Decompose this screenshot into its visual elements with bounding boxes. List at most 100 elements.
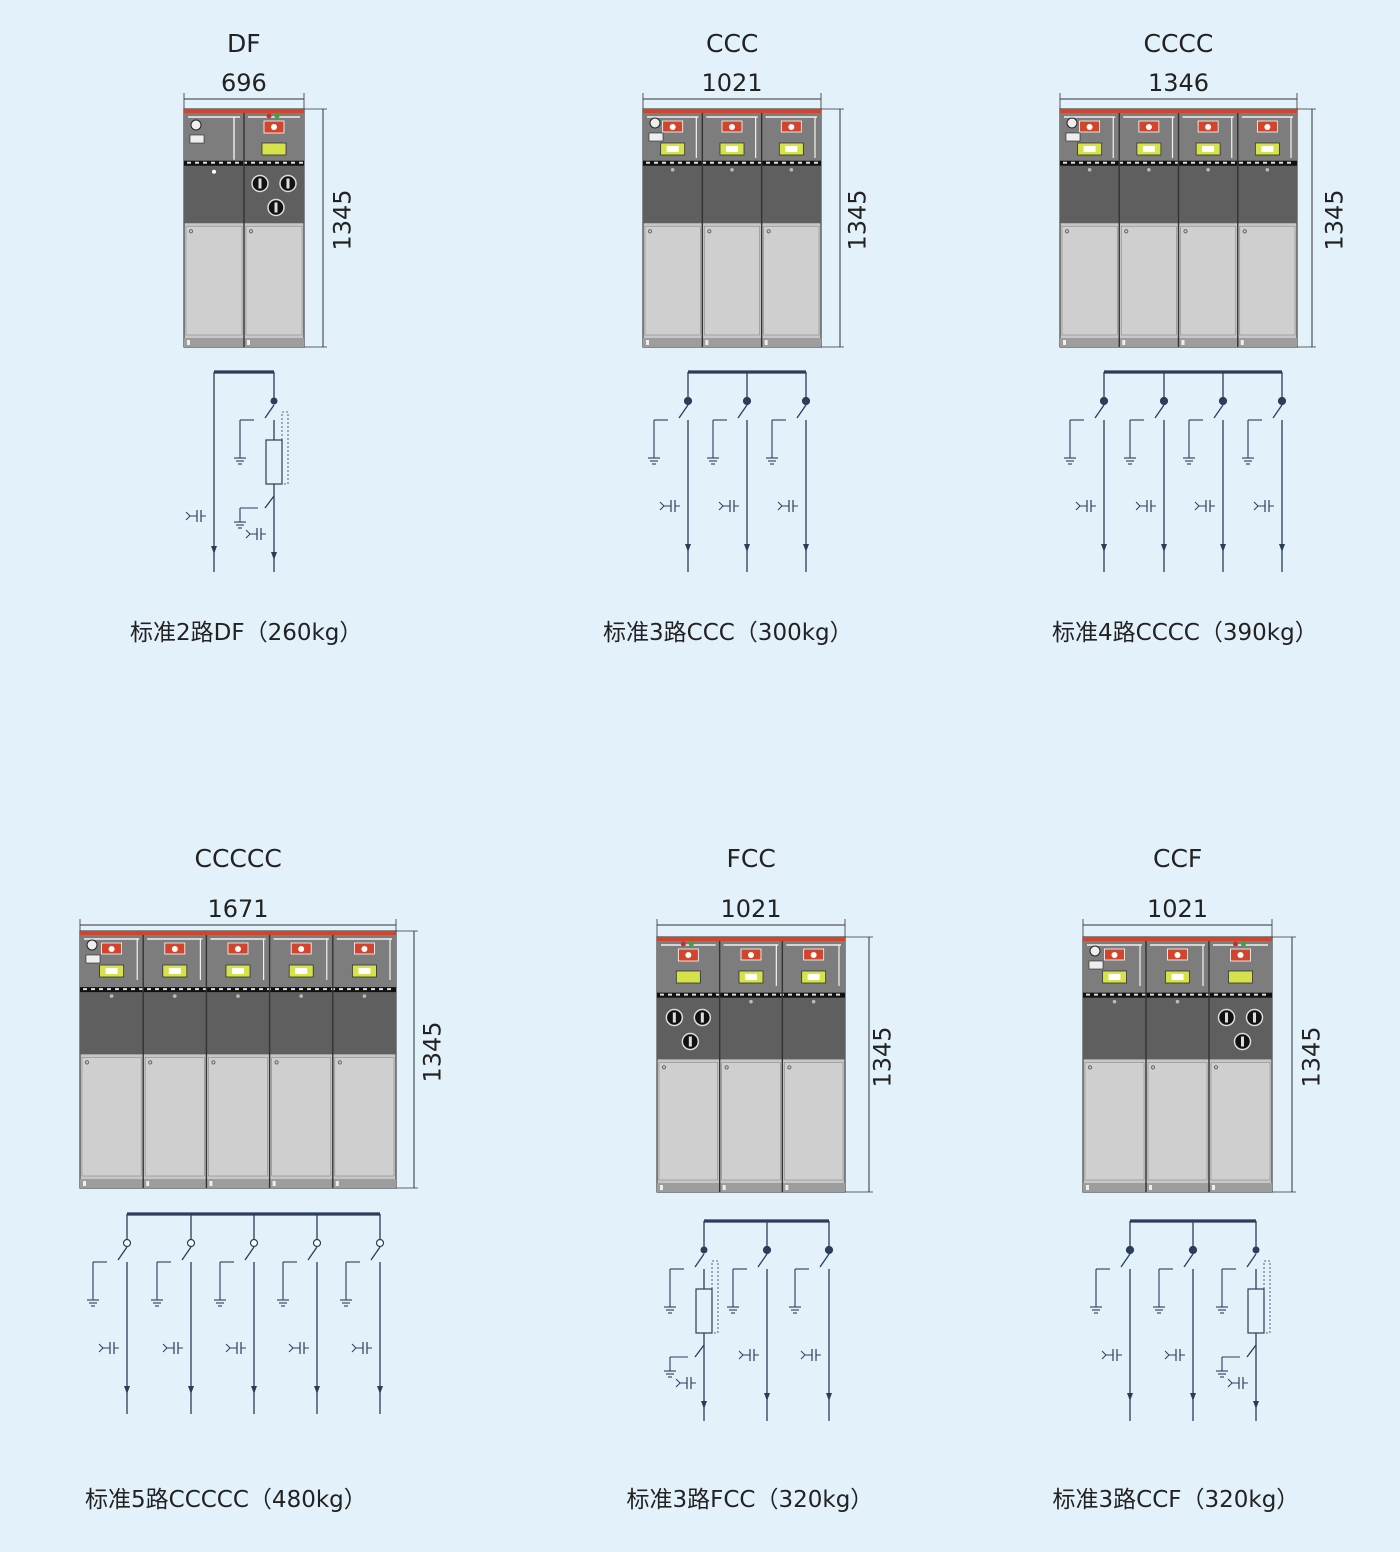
unit-code-label: CCCCC <box>194 843 282 873</box>
cabinet-top-strip <box>657 937 845 941</box>
load-switch-feeder <box>1183 372 1228 572</box>
earth-switch-indicator <box>1228 970 1253 984</box>
capacitor-symbol <box>1135 500 1156 512</box>
lower-door <box>1239 225 1296 336</box>
lower-door <box>1180 225 1237 336</box>
status-lamp <box>1233 941 1238 947</box>
bus-node <box>1252 1246 1260 1254</box>
unit-code-label: CCF <box>1153 843 1203 873</box>
lower-door <box>144 1057 205 1177</box>
width-dimension-label: 1021 <box>701 69 763 97</box>
outgoing-arrow <box>744 544 750 552</box>
outgoing-arrow <box>251 1386 257 1394</box>
capacitor-symbol <box>1075 500 1096 512</box>
earth-symbol <box>1216 1363 1228 1378</box>
lower-door <box>1061 225 1118 336</box>
capacitor-symbol <box>1227 1377 1248 1389</box>
cabinet-front-view-cccc <box>1059 93 1316 348</box>
bus-node <box>1277 396 1287 406</box>
height-dimension-label: 1345 <box>418 1020 447 1083</box>
fuse-symbol <box>695 1288 713 1334</box>
status-lamp <box>680 941 686 947</box>
load-switch-feeder <box>151 1214 196 1414</box>
bus-node <box>1188 1245 1198 1255</box>
earth-symbol <box>766 450 778 465</box>
cabinet-top-strip <box>1060 109 1297 113</box>
bus-node <box>1218 396 1228 406</box>
outgoing-arrow <box>803 544 809 552</box>
earth-symbol <box>727 1299 739 1314</box>
outgoing-arrow <box>1101 544 1107 552</box>
load-switch-feeder <box>648 372 693 572</box>
unit-caption: 标准3路CCF（320kg） <box>1052 1487 1300 1513</box>
capacitor-symbol <box>288 1342 309 1354</box>
mechanism-band <box>657 995 845 1060</box>
earth-symbol <box>664 1299 676 1314</box>
fuse-feeder <box>1216 1221 1271 1421</box>
lower-door <box>658 1062 718 1181</box>
cabinet-top-strip <box>184 109 304 113</box>
load-switch-feeder <box>727 1221 772 1421</box>
unit-caption: 标准3路CCC（300kg） <box>603 620 853 646</box>
unit-caption: 标准4路CCCC（390kg） <box>1052 620 1318 646</box>
unit-code-label: CCC <box>706 28 759 58</box>
capacitor-symbol <box>245 528 266 540</box>
load-switch-feeder <box>1242 372 1287 572</box>
outgoing-arrow <box>1220 544 1226 552</box>
bus-node <box>700 1246 708 1254</box>
capacitor-symbol <box>1194 500 1215 512</box>
bus-node <box>122 1238 132 1248</box>
cabinet-front-view-fcc <box>656 919 873 1193</box>
capacitor-symbol <box>351 1342 372 1354</box>
bus-node <box>683 396 693 406</box>
cabinet-top-strip <box>1083 937 1272 941</box>
mechanism-band <box>80 990 396 1055</box>
unit-code-label: FCC <box>726 843 776 873</box>
width-dimension-label: 1346 <box>1148 69 1210 97</box>
height-dimension-label: 1345 <box>328 189 357 251</box>
single-line-diagram-ccc <box>648 370 811 572</box>
outgoing-arrow <box>1190 1393 1196 1401</box>
voltage-indicator <box>1089 945 1101 957</box>
lower-door <box>81 1057 142 1177</box>
capacitor-symbol <box>1164 1349 1185 1361</box>
bus-node <box>824 1245 834 1255</box>
status-lamp <box>266 113 272 119</box>
load-switch-feeder <box>789 1221 834 1421</box>
bus-node <box>249 1238 259 1248</box>
load-switch-feeder <box>1153 1221 1198 1421</box>
fuse-symbol <box>1247 1288 1265 1334</box>
cabinet-front-view-ccf <box>1082 919 1296 1193</box>
lower-door <box>245 225 303 336</box>
earth-symbol <box>664 1363 676 1378</box>
status-lamp <box>1241 941 1246 947</box>
lower-door <box>1120 225 1177 336</box>
earth-symbol <box>234 514 246 529</box>
single-line-diagram-df <box>185 370 289 572</box>
single-line-diagram-ccccc <box>87 1212 385 1414</box>
height-dimension-label: 1345 <box>843 189 872 251</box>
capacitor-symbol <box>1101 1349 1122 1361</box>
load-switch-feeder <box>277 1214 322 1414</box>
bus-node <box>270 397 278 405</box>
unit-code-label: CCCC <box>1143 28 1214 58</box>
voltage-indicator <box>190 119 202 131</box>
outgoing-arrow <box>764 1393 770 1401</box>
lower-door <box>784 1062 844 1181</box>
earth-symbol <box>340 1292 352 1307</box>
bus-node <box>1159 396 1169 406</box>
load-switch-feeder <box>1124 372 1169 572</box>
width-dimension-label: 696 <box>221 69 267 97</box>
load-switch-feeder <box>87 1214 132 1414</box>
lower-door <box>1084 1062 1145 1181</box>
lower-door <box>1210 1062 1271 1181</box>
outgoing-arrow <box>1279 544 1285 552</box>
status-lamp <box>274 113 280 119</box>
earth-symbol <box>234 450 246 465</box>
capacitor-symbol <box>1253 500 1274 512</box>
outgoing-arrow <box>1253 1401 1259 1409</box>
bus-node <box>742 396 752 406</box>
width-dimension-label: 1671 <box>207 895 269 923</box>
unit-code-label: DF <box>227 28 261 58</box>
